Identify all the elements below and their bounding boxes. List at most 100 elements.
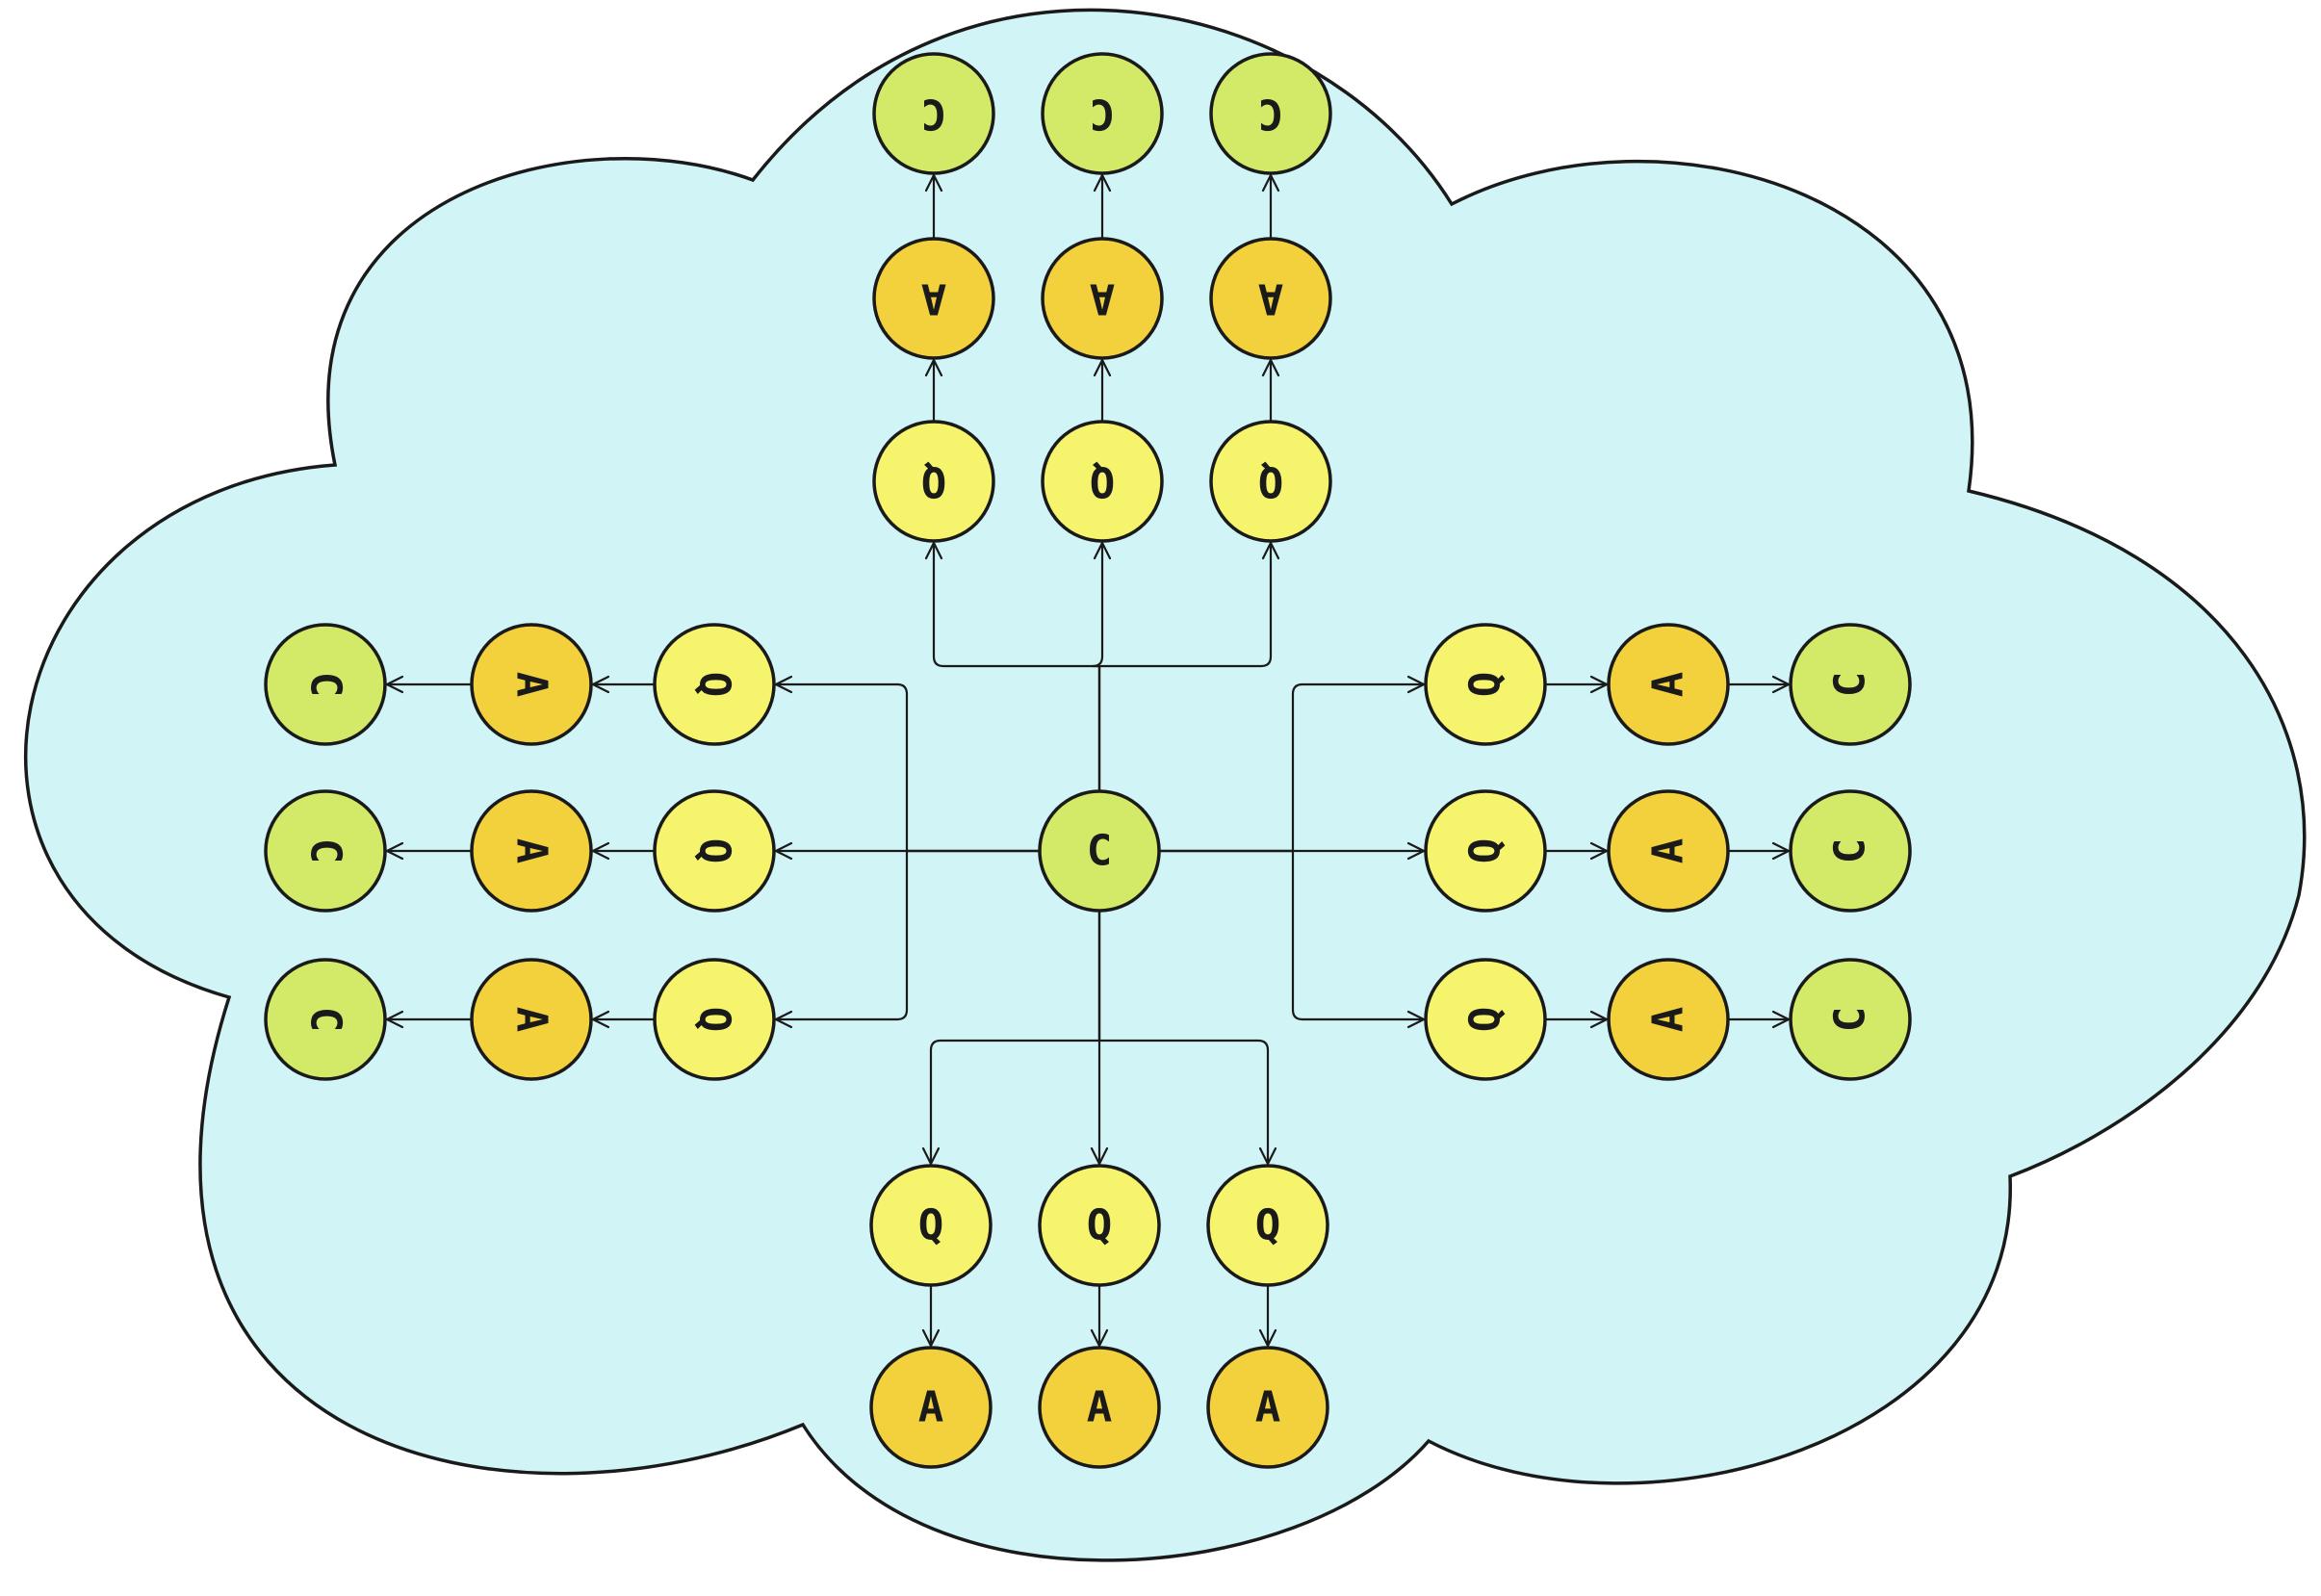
branch-right-1-node-1-q: Q [1424, 623, 1547, 746]
branch-down-3-node-2-a: A [1206, 1346, 1329, 1469]
branch-left-2-node-2-a-label: A [507, 838, 556, 864]
branch-right-1-node-3-c-circle [1789, 623, 1912, 746]
branch-up-3-node-1-q-label: Q [1258, 457, 1284, 506]
branch-up-3-node-3-c: C [1209, 52, 1332, 175]
branch-up-3-node-3-c-label: C [1258, 90, 1284, 139]
branch-right-1-node-1-q-circle [1424, 623, 1547, 746]
branch-up-2-node-1-q: Q [1041, 420, 1164, 543]
branch-down-3-node-2-a-circle [1206, 1346, 1329, 1469]
branch-up-3-node-2-a-label: A [1258, 274, 1284, 323]
branch-down-2-node-1-q: Q [1038, 1164, 1161, 1287]
branch-down-3-node-2-a-label: A [1255, 1383, 1281, 1432]
branch-right-2-node-2-a: A [1607, 789, 1730, 913]
branch-up-3-node-1-q-circle [1209, 420, 1332, 543]
branch-down-2-node-2-a: A [1038, 1346, 1161, 1469]
branch-up-1-node-2-a: A [872, 237, 995, 360]
branch-left-2-node-3-c-label: C [301, 838, 350, 864]
branch-left-3-node-2-a-circle [470, 958, 593, 1081]
branch-down-1-connector [921, 911, 1101, 1166]
branch-left-3-node-3-c-circle [264, 958, 387, 1081]
branch-left-1-node-3-c-circle [264, 623, 387, 746]
branch-down-2-node-2-a-circle [1038, 1346, 1161, 1469]
branch-up-2-node-1-q-circle [1041, 420, 1164, 543]
branch-right-3-node-3-c-label: C [1826, 1007, 1875, 1033]
branch-right-3-node-2-a: A [1607, 958, 1730, 1081]
branch-down-1-node-1-q-circle [869, 1164, 993, 1287]
center-node-c: C [1038, 789, 1161, 913]
branch-right-3-node-2-a-circle [1607, 958, 1730, 1081]
branch-left-1-node-3-c: C [264, 623, 387, 746]
branch-up-2-connector [1091, 541, 1112, 791]
cloud-background [24, 8, 2307, 1562]
branch-left-1-node-1-q-label: Q [690, 672, 739, 698]
branch-right-3-node-3-c-circle [1789, 958, 1912, 1081]
branch-right-2-node-2-a-label: A [1644, 838, 1693, 864]
branch-up-2-node-2-a-circle [1041, 237, 1164, 360]
branch-left-1-node-2-a: A [470, 623, 593, 746]
branch-down-3-connector [1097, 911, 1277, 1166]
branch-right-3-node-3-c: C [1789, 958, 1912, 1081]
branch-left-3-node-2-a: A [470, 958, 593, 1081]
branch-right-1-node-3-c-label: C [1826, 672, 1875, 698]
branch-up-2-node-2-a: A [1041, 237, 1164, 360]
branch-right-2-node-1-q-circle [1424, 789, 1547, 913]
edges-layer [385, 173, 1791, 1348]
branch-left-1-node-1-q: Q [653, 623, 776, 746]
branch-left-1-node-2-a-circle [470, 623, 593, 746]
branch-left-3-connector [774, 849, 1040, 1029]
branch-right-1-node-1-q-label: Q [1461, 672, 1510, 698]
branch-up-2-node-2-a-label: A [1090, 274, 1116, 323]
branch-up-1-node-2-a-circle [872, 237, 995, 360]
branch-left-1-node-2-a-label: A [507, 672, 556, 698]
branch-up-2-node-3-c-label: C [1090, 90, 1116, 139]
branch-down-1-node-2-a-label: A [918, 1383, 944, 1432]
branch-right-1-node-3-c: C [1789, 623, 1912, 746]
branch-left-2-node-1-q-circle [653, 789, 776, 913]
branch-down-1-node-2-a-circle [869, 1346, 993, 1469]
branch-down-1-node-1-q: Q [869, 1164, 993, 1287]
branch-right-3-node-1-q-label: Q [1461, 1007, 1510, 1033]
branch-left-3-node-1-q-circle [653, 958, 776, 1081]
branch-up-3-node-2-a-circle [1209, 237, 1332, 360]
branch-up-1-node-1-q: Q [872, 420, 995, 543]
branch-right-1-connector [1159, 675, 1426, 853]
branch-left-2-node-3-c: C [264, 789, 387, 913]
branch-left-2-node-1-q-label: Q [690, 838, 739, 864]
branch-left-3-node-1-q-label: Q [690, 1007, 739, 1033]
branch-down-3-node-1-q: Q [1206, 1164, 1329, 1287]
branch-up-1-connector [924, 541, 1101, 791]
branch-left-1-node-1-q-circle [653, 623, 776, 746]
branch-left-2-node-1-q: Q [653, 789, 776, 913]
branch-right-3-connector [1159, 849, 1426, 1029]
branch-right-3-node-1-q: Q [1424, 958, 1547, 1081]
branch-right-2-node-1-q-label: Q [1461, 838, 1510, 864]
branch-left-3-node-2-a-label: A [507, 1007, 556, 1033]
branch-left-3-node-1-q: Q [653, 958, 776, 1081]
center-node-c-circle [1038, 789, 1161, 913]
branch-right-2-node-3-c-circle [1789, 789, 1912, 913]
branch-up-2-node-3-c: C [1041, 52, 1164, 175]
branch-down-3-node-1-q-circle [1206, 1164, 1329, 1287]
branch-down-2-node-1-q-circle [1038, 1164, 1161, 1287]
branch-right-1-node-2-a-circle [1607, 623, 1730, 746]
branch-right-2-node-1-q: Q [1424, 789, 1547, 913]
branch-up-2-node-3-c-circle [1041, 52, 1164, 175]
branch-left-3-node-3-c-label: C [301, 1007, 350, 1033]
branch-up-3-node-3-c-circle [1209, 52, 1332, 175]
branch-right-2-node-2-a-circle [1607, 789, 1730, 913]
branch-down-2-node-2-a-label: A [1087, 1383, 1113, 1432]
branch-up-2-node-1-q-label: Q [1090, 457, 1116, 506]
branch-right-3-node-1-q-circle [1424, 958, 1547, 1081]
branch-left-1-connector [774, 675, 1040, 853]
branch-right-1-node-2-a: A [1607, 623, 1730, 746]
branch-left-2-node-2-a-circle [470, 789, 593, 913]
branch-up-1-node-3-c-circle [872, 52, 995, 175]
branch-up-3-connector [1097, 541, 1280, 791]
branch-left-2-node-2-a: A [470, 789, 593, 913]
branch-up-1-node-1-q-label: Q [921, 457, 947, 506]
branch-up-1-node-2-a-label: A [921, 274, 947, 323]
branch-left-1-node-3-c-label: C [301, 672, 350, 698]
branch-right-2-node-3-c: C [1789, 789, 1912, 913]
branch-down-1-node-1-q-label: Q [918, 1201, 944, 1250]
